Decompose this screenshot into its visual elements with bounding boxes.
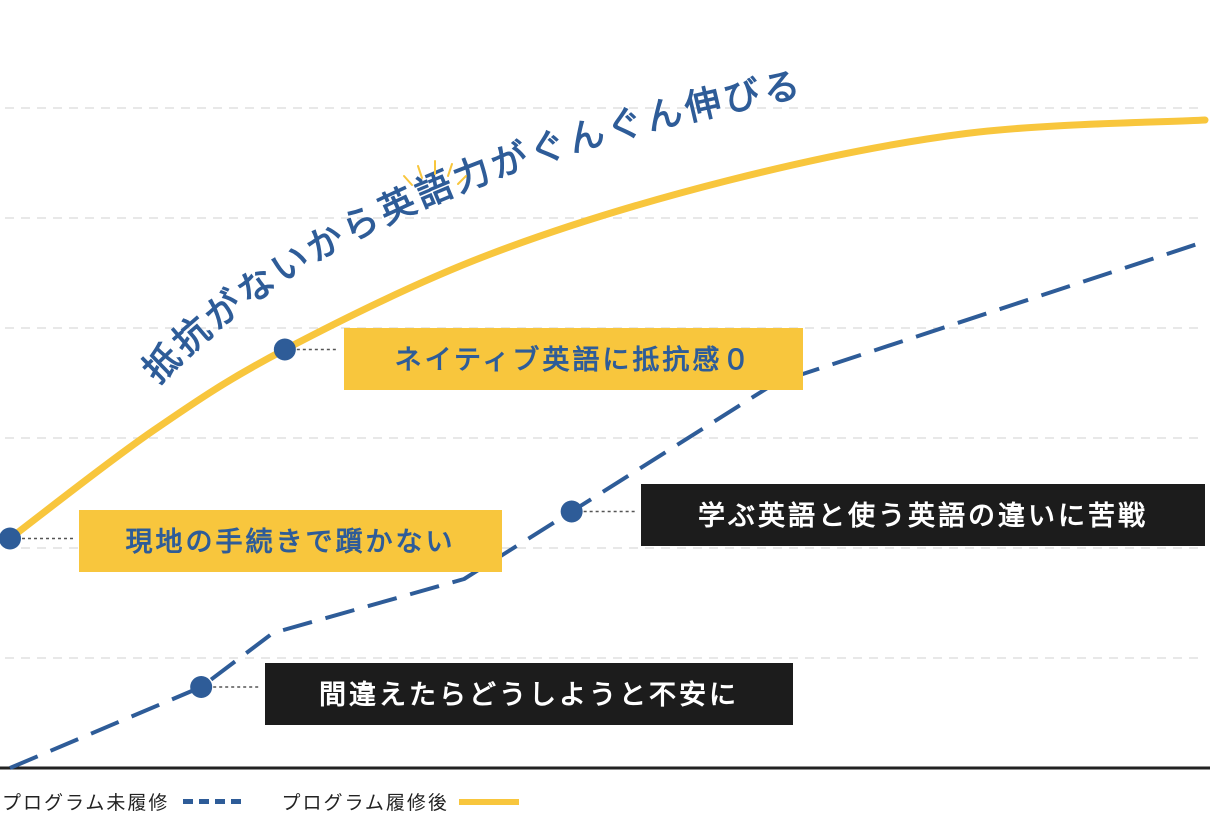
sparkle-ray-4: [447, 163, 453, 177]
annotation-label: 間違えたらどうしようと不安に: [319, 680, 739, 711]
annotation-box: [344, 328, 803, 390]
annotation-box: [79, 510, 502, 572]
annotation-3: 現地の手続きで躓かない: [0, 510, 502, 572]
legend-swatch-before: [183, 799, 242, 804]
data-point-marker: [273, 338, 296, 361]
sparkle-ray-2: [417, 165, 423, 179]
legend-swatch-after: [458, 798, 519, 805]
annotation-box: [265, 663, 793, 725]
annotation-label: 学ぶ英語と使う英語の違いに苦戦: [698, 500, 1148, 532]
sparkle-ray-1: [403, 175, 413, 186]
annotations: 間違えたらどうしようと不安に 学ぶ英語と使う英語の違いに苦戦現地の手続きで躓かない…: [0, 328, 1205, 725]
annotation-box: [641, 484, 1205, 546]
data-point-marker: [560, 500, 583, 523]
sparkle-ray-5: [457, 175, 467, 185]
legend: プログラム未履修 プログラム履修後: [2, 788, 519, 815]
data-point-marker: [0, 527, 21, 550]
annotation-2: 学ぶ英語と使う英語の違いに苦戦: [560, 484, 1205, 546]
annotation-label: ネイティブ英語に抵抗感０: [395, 344, 753, 376]
annotation-4: ネイティブ英語に抵抗感０: [273, 328, 803, 390]
annotation-label: 現地の手続きで躓かない: [126, 527, 456, 558]
legend-label-after: プログラム履修後: [281, 792, 449, 814]
data-point-marker: [190, 676, 213, 698]
annotation-1: 間違えたらどうしようと不安に: [190, 663, 793, 725]
sparkle-icon: [403, 160, 467, 186]
legend-label-before: プログラム未履修: [2, 792, 170, 814]
series-line-after: [6, 116, 1209, 542]
